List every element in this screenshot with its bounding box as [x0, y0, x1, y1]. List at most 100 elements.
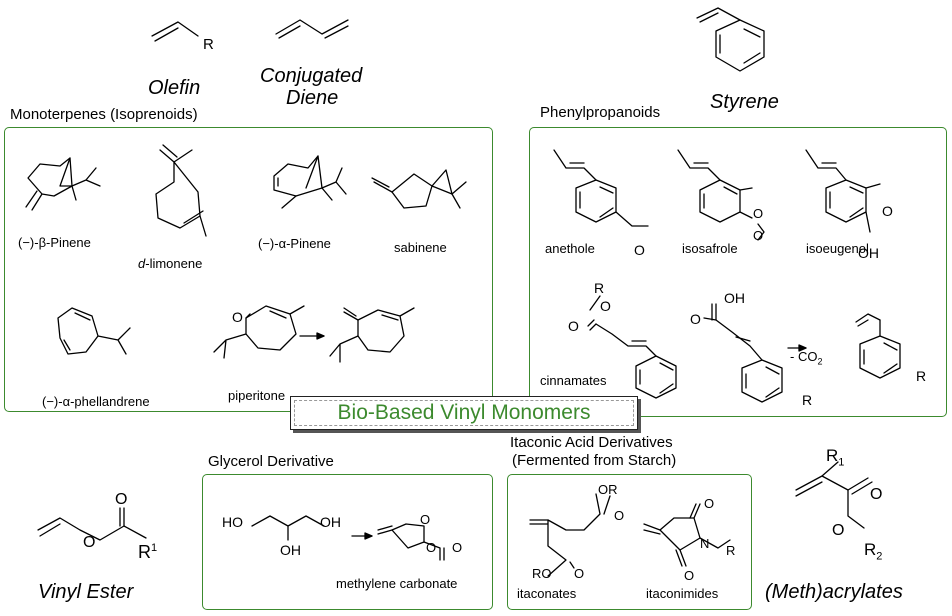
itaconate-structure	[529, 493, 611, 577]
isosafrole-oxygen-bottom: O	[753, 228, 764, 243]
cinnamic-acid-structure	[703, 303, 807, 403]
glycerol-header: Glycerol Derivative	[208, 453, 334, 470]
isoeugenol-label: isoeugenol	[806, 241, 869, 256]
substituted-styrene-structure	[855, 313, 901, 379]
sabinene-structure	[371, 169, 467, 209]
methacrylates-label: (Meth)acrylates	[765, 581, 903, 603]
itaconic-panel	[507, 474, 752, 610]
piperitone-diene-structure	[329, 307, 415, 363]
co2-text: - CO	[790, 349, 818, 364]
isoeugenol-structure	[805, 149, 881, 233]
methacrylate-r-subscript: 1	[838, 456, 845, 469]
glycerol-panel	[202, 474, 493, 610]
limonene-name: -limonene	[145, 256, 203, 271]
cinnamic-acid-r: R	[802, 392, 813, 408]
methacrylate-oxygen: O	[832, 522, 845, 539]
itaconimide-oxygen-bottom: O	[684, 568, 695, 583]
cinnamate-ester-oxygen: O	[600, 298, 611, 314]
carbonate-oxygen-carbonyl: O	[452, 540, 463, 555]
vinyl-ester-r1: R1	[138, 542, 157, 563]
itaconimide-structure	[643, 503, 731, 567]
itaconate-carbonyl-oxygen: O	[574, 566, 585, 581]
phellandrene-label: (−)-α-phellandrene	[42, 394, 150, 409]
glycerol-structure	[251, 515, 373, 541]
methacrylate-r2-base: R	[864, 540, 877, 559]
methacrylate-r2-subscript: 2	[876, 550, 883, 563]
vinyl-ester-structure	[37, 507, 147, 541]
carbonate-oxygen-top: O	[420, 512, 431, 527]
isosafrole-structure	[677, 149, 765, 241]
limonene-structure	[155, 144, 207, 237]
alpha-pinene-structure	[273, 155, 347, 209]
styrene-r: R	[916, 368, 927, 384]
cinnamic-acid-oh: OH	[724, 290, 745, 306]
olefin-structure	[151, 21, 199, 42]
itaconate-oxygen: O	[614, 508, 625, 523]
piperitone-oxygen: O	[232, 309, 243, 325]
methacrylate-r: R	[826, 446, 839, 465]
anethole-structure	[553, 149, 649, 227]
monoterpenes-header: Monoterpenes (Isoprenoids)	[10, 106, 198, 123]
methacrylate-r1: R1	[826, 446, 844, 468]
isoeugenol-oh: OH	[858, 245, 879, 261]
decarboxylation-label: - CO2	[790, 349, 822, 367]
diene-label-line1: Conjugated	[260, 65, 363, 87]
itaconimide-n: N	[700, 536, 710, 551]
methylene-carbonate-label: methylene carbonate	[336, 576, 458, 591]
itaconate-ro: RO	[532, 566, 552, 581]
cinnamate-r: R	[594, 280, 605, 296]
methylene-carbonate-structure	[377, 523, 445, 561]
isosafrole-label: isosafrole	[682, 241, 738, 256]
carbonate-oxygen-right: O	[426, 540, 437, 555]
olefin-label: Olefin	[148, 77, 201, 99]
anethole-label: anethole	[545, 241, 595, 256]
isosafrole-oxygen-top: O	[753, 206, 764, 221]
phenylpropanoids-header: Phenylpropanoids	[540, 104, 661, 121]
title-inner-border	[294, 400, 634, 426]
diene-label-line2: Diene	[286, 87, 339, 109]
vinyl-ester-carbonyl-oxygen: O	[115, 491, 128, 508]
itaconimide-r: R	[726, 543, 736, 558]
diene-structure	[275, 19, 349, 39]
itaconimide-oxygen-top: O	[704, 496, 715, 511]
beta-pinene-label: (−)-β-Pinene	[18, 235, 91, 250]
vinyl-ester-oxygen: O	[83, 534, 96, 551]
monoterpenes-panel	[4, 127, 493, 412]
styrene-structure	[696, 7, 765, 72]
piperitone-structure	[213, 305, 325, 359]
itaconates-label: itaconates	[517, 586, 577, 601]
cinnamate-structure	[587, 295, 677, 399]
co2-subscript: 2	[817, 356, 823, 367]
sabinene-label: sabinene	[394, 240, 447, 255]
piperitone-label: piperitone	[228, 388, 286, 403]
cinnamates-label: cinnamates	[540, 373, 607, 388]
methacrylate-carbonyl-oxygen: O	[870, 486, 883, 503]
phellandrene-structure	[57, 307, 131, 355]
glycerol-oh-right: OH	[320, 514, 341, 530]
itaconic-header-line2: (Fermented from Starch)	[512, 452, 677, 469]
itaconimides-label: itaconimides	[646, 586, 719, 601]
limonene-prefix: d	[138, 256, 146, 271]
vinyl-ester-r-superscript: 1	[151, 542, 158, 554]
glycerol-oh-bottom: OH	[280, 542, 301, 558]
methacrylate-r2: R2	[864, 540, 882, 562]
vinyl-ester-r: R	[138, 542, 151, 562]
cinnamic-acid-oxygen: O	[690, 311, 701, 327]
itaconic-header-line1: Itaconic Acid Derivatives	[510, 434, 673, 451]
phenylpropanoids-panel	[529, 127, 947, 417]
beta-pinene-structure	[25, 157, 101, 211]
glycerol-ho: HO	[222, 514, 243, 530]
isoeugenol-oxygen: O	[882, 203, 893, 219]
methacrylate-structure	[795, 461, 873, 529]
cinnamate-carbonyl-oxygen: O	[568, 318, 579, 334]
anethole-oxygen: O	[634, 242, 645, 258]
limonene-label: d-limonene	[138, 256, 202, 271]
itaconate-or: OR	[598, 482, 618, 497]
styrene-label: Styrene	[710, 91, 779, 113]
olefin-r-label: R	[203, 36, 214, 53]
alpha-pinene-label: (−)-α-Pinene	[258, 236, 331, 251]
vinyl-ester-label: Vinyl Ester	[38, 581, 134, 603]
diagram-title-text: Bio-Based Vinyl Monomers	[337, 401, 591, 424]
diagram-title: Bio-Based Vinyl Monomers	[290, 396, 638, 430]
